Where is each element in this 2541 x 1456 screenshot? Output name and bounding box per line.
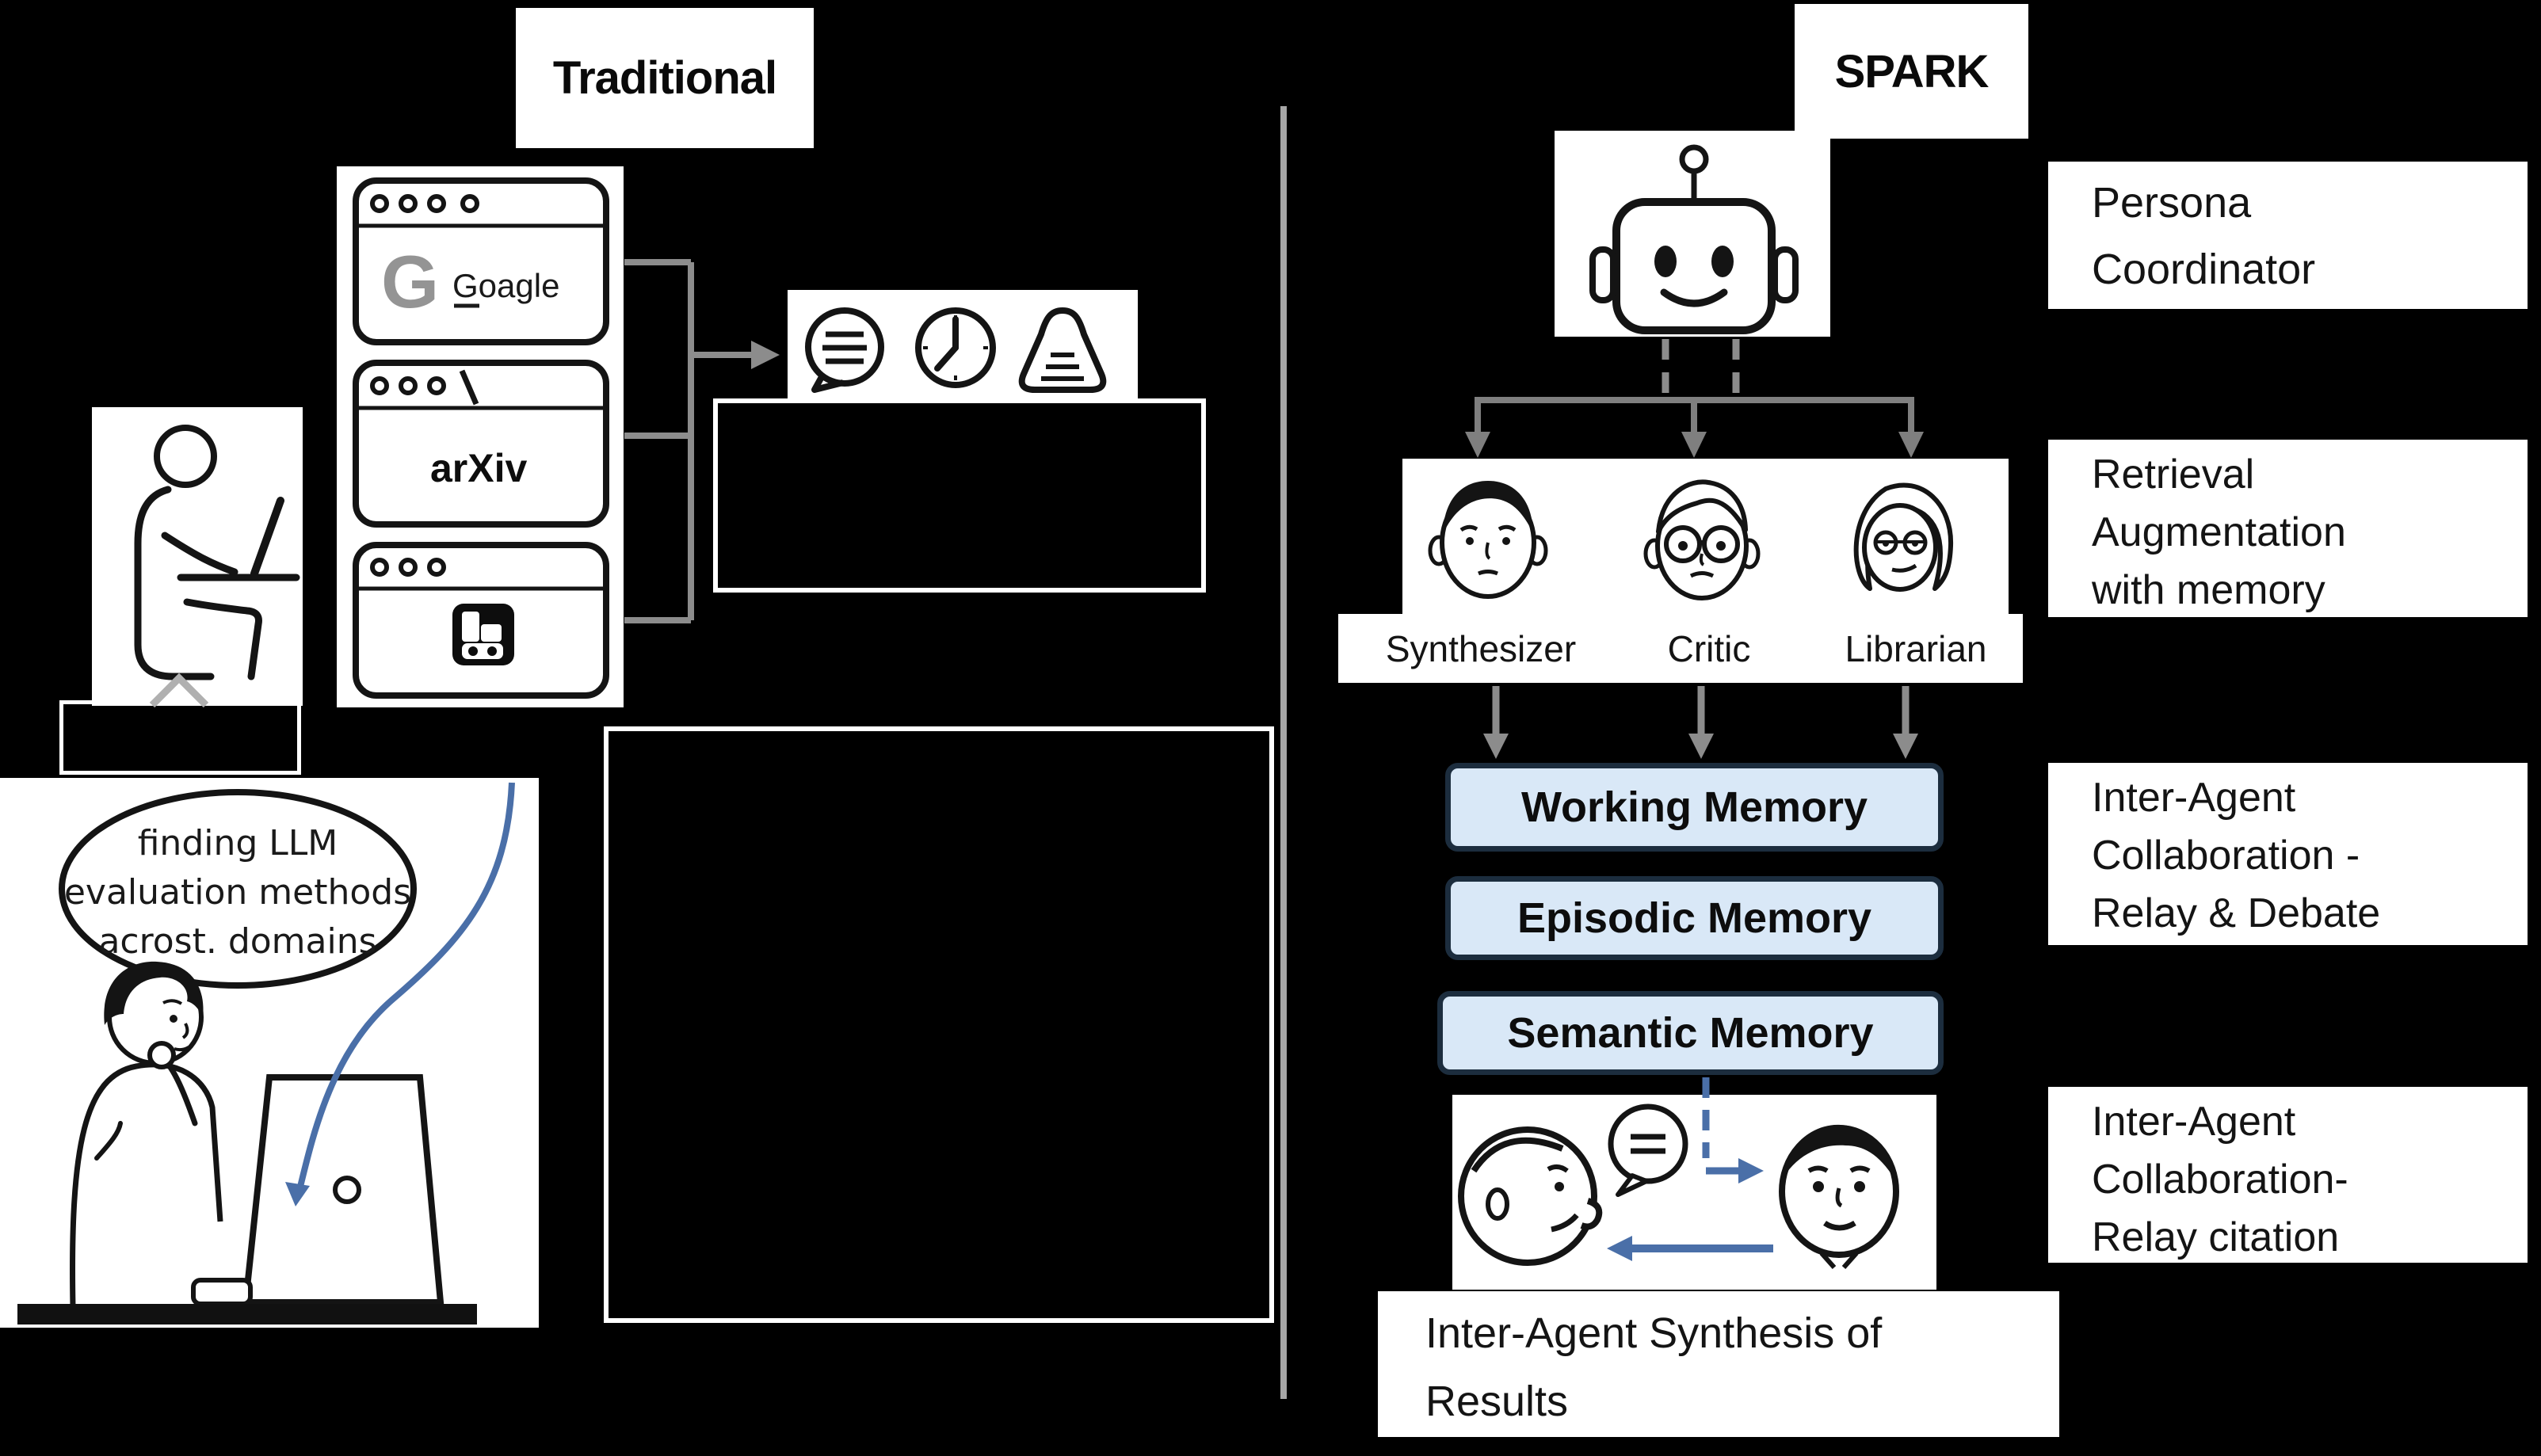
- talking-people-icon: [1458, 1103, 1899, 1269]
- talking-people-panel: [1452, 1095, 1936, 1290]
- agent-label-synthesizer: Synthesizer: [1385, 627, 1577, 669]
- robot-dashed-lines: [1662, 339, 1740, 396]
- query-bubble-text: finding LLM evaluation methods acrost. d…: [55, 819, 420, 966]
- desk-bar: [17, 1304, 477, 1325]
- redacted-box-left: [59, 700, 301, 775]
- collab-relay-debate-label: Inter-Agent Collaboration - Relay & Deba…: [2048, 763, 2528, 945]
- collab-line: Inter-Agent: [2092, 1099, 2296, 1145]
- seated-person-icon: [134, 425, 300, 680]
- robot-icon: [1589, 144, 1799, 334]
- chat-lines-icon: [805, 307, 884, 393]
- working-memory-box: Working Memory: [1445, 763, 1944, 852]
- query-line: finding LLM: [137, 823, 338, 863]
- semantic-memory-label: Semantic Memory: [1507, 1009, 1874, 1057]
- section-divider: [1280, 106, 1287, 1399]
- traditional-title-label: Traditional: [552, 52, 777, 104]
- down-arrowhead-icon: [1898, 432, 1924, 458]
- synthesizer-face-icon: [1428, 481, 1548, 599]
- episodic-memory-box: Episodic Memory: [1445, 876, 1944, 960]
- working-memory-label: Working Memory: [1520, 783, 1868, 831]
- persona-coordinator-label: Persona Coordinator: [2048, 162, 2528, 309]
- right-person-icon: [1779, 1124, 1899, 1269]
- collab-line: Relay citation: [2092, 1214, 2340, 1260]
- arxiv-browser-window-icon: arXiv: [353, 360, 609, 528]
- agent-label-librarian: Librarian: [1845, 627, 1987, 669]
- collab-line: Collaboration -: [2092, 833, 2360, 879]
- collab-line: Collaboration-: [2092, 1157, 2348, 1203]
- agent-faces: [1428, 479, 1954, 600]
- agent-fanout-connector: [1475, 397, 1914, 434]
- filter-cone-icon: [1018, 307, 1107, 393]
- google-browser-window-icon: G Goagle: [353, 177, 609, 345]
- browser-stack-panel: G Goagle arXiv: [337, 166, 624, 707]
- spark-title: SPARK: [1795, 4, 2028, 139]
- left-person-icon: [1458, 1126, 1603, 1266]
- memory-arrows: [1492, 686, 1910, 735]
- tools-icon-strip: [788, 290, 1138, 410]
- synthesis-line: Inter-Agent Synthesis of: [1425, 1309, 1883, 1357]
- redacted-box-large: [604, 726, 1274, 1323]
- database-icon: [452, 604, 514, 665]
- down-arrowhead-icon: [1483, 734, 1509, 759]
- arxiv-label: arXiv: [430, 446, 528, 490]
- query-line: evaluation methods: [63, 872, 412, 913]
- laptop-icon: [191, 1074, 444, 1306]
- synthesis-line: Results: [1425, 1378, 1569, 1425]
- right-arrowhead-icon: [751, 341, 780, 369]
- down-arrowhead-icon: [1465, 432, 1490, 458]
- spark-title-label: SPARK: [1834, 45, 1990, 97]
- librarian-face-icon: [1853, 482, 1954, 592]
- agent-label-critic: Critic: [1667, 627, 1751, 669]
- seated-person-panel: [92, 407, 303, 706]
- tools-icons: [805, 307, 1107, 393]
- database-browser-window-icon: [353, 542, 609, 699]
- agent-faces-panel: [1402, 459, 2009, 614]
- query-line: acrost. domains: [98, 921, 377, 962]
- retrieval-line: with memory: [2092, 567, 2325, 613]
- clock-icon: [915, 307, 996, 388]
- semantic-memory-box: Semantic Memory: [1437, 991, 1944, 1075]
- traditional-title: Traditional: [516, 8, 814, 148]
- episodic-memory-label: Episodic Memory: [1517, 894, 1872, 942]
- critic-face-icon: [1643, 479, 1761, 600]
- persona-line: Persona: [2092, 179, 2252, 227]
- down-arrowhead-icon: [1893, 734, 1918, 759]
- synthesis-results-label: Inter-Agent Synthesis of Results: [1378, 1291, 2059, 1437]
- down-arrowhead-icon: [1681, 432, 1707, 458]
- down-arrowhead-icon: [1688, 734, 1714, 759]
- thinking-person-icon: [70, 961, 223, 1308]
- collab-line: Inter-Agent: [2092, 775, 2296, 821]
- persona-line: Coordinator: [2092, 246, 2316, 293]
- google-brand-label: Goagle: [452, 267, 559, 304]
- agent-labels-strip: Synthesizer Critic Librarian: [1338, 614, 2023, 683]
- dialog-bubble-icon: [1608, 1103, 1688, 1197]
- redacted-box-small: [713, 398, 1206, 593]
- collab-relay-citation-label: Inter-Agent Collaboration- Relay citatio…: [2048, 1087, 2528, 1263]
- browser-stack-icon: G Goagle arXiv: [353, 177, 609, 699]
- robot-panel: [1555, 131, 1830, 337]
- user-query-panel: finding LLM evaluation methods acrost. d…: [0, 778, 539, 1328]
- google-logo-icon: G: [381, 240, 439, 323]
- retrieval-line: Retrieval: [2092, 452, 2255, 497]
- retrieval-line: Augmentation: [2092, 509, 2346, 555]
- collab-line: Relay & Debate: [2092, 890, 2381, 936]
- retrieval-augmentation-label: Retrieval Augmentation with memory: [2048, 440, 2528, 617]
